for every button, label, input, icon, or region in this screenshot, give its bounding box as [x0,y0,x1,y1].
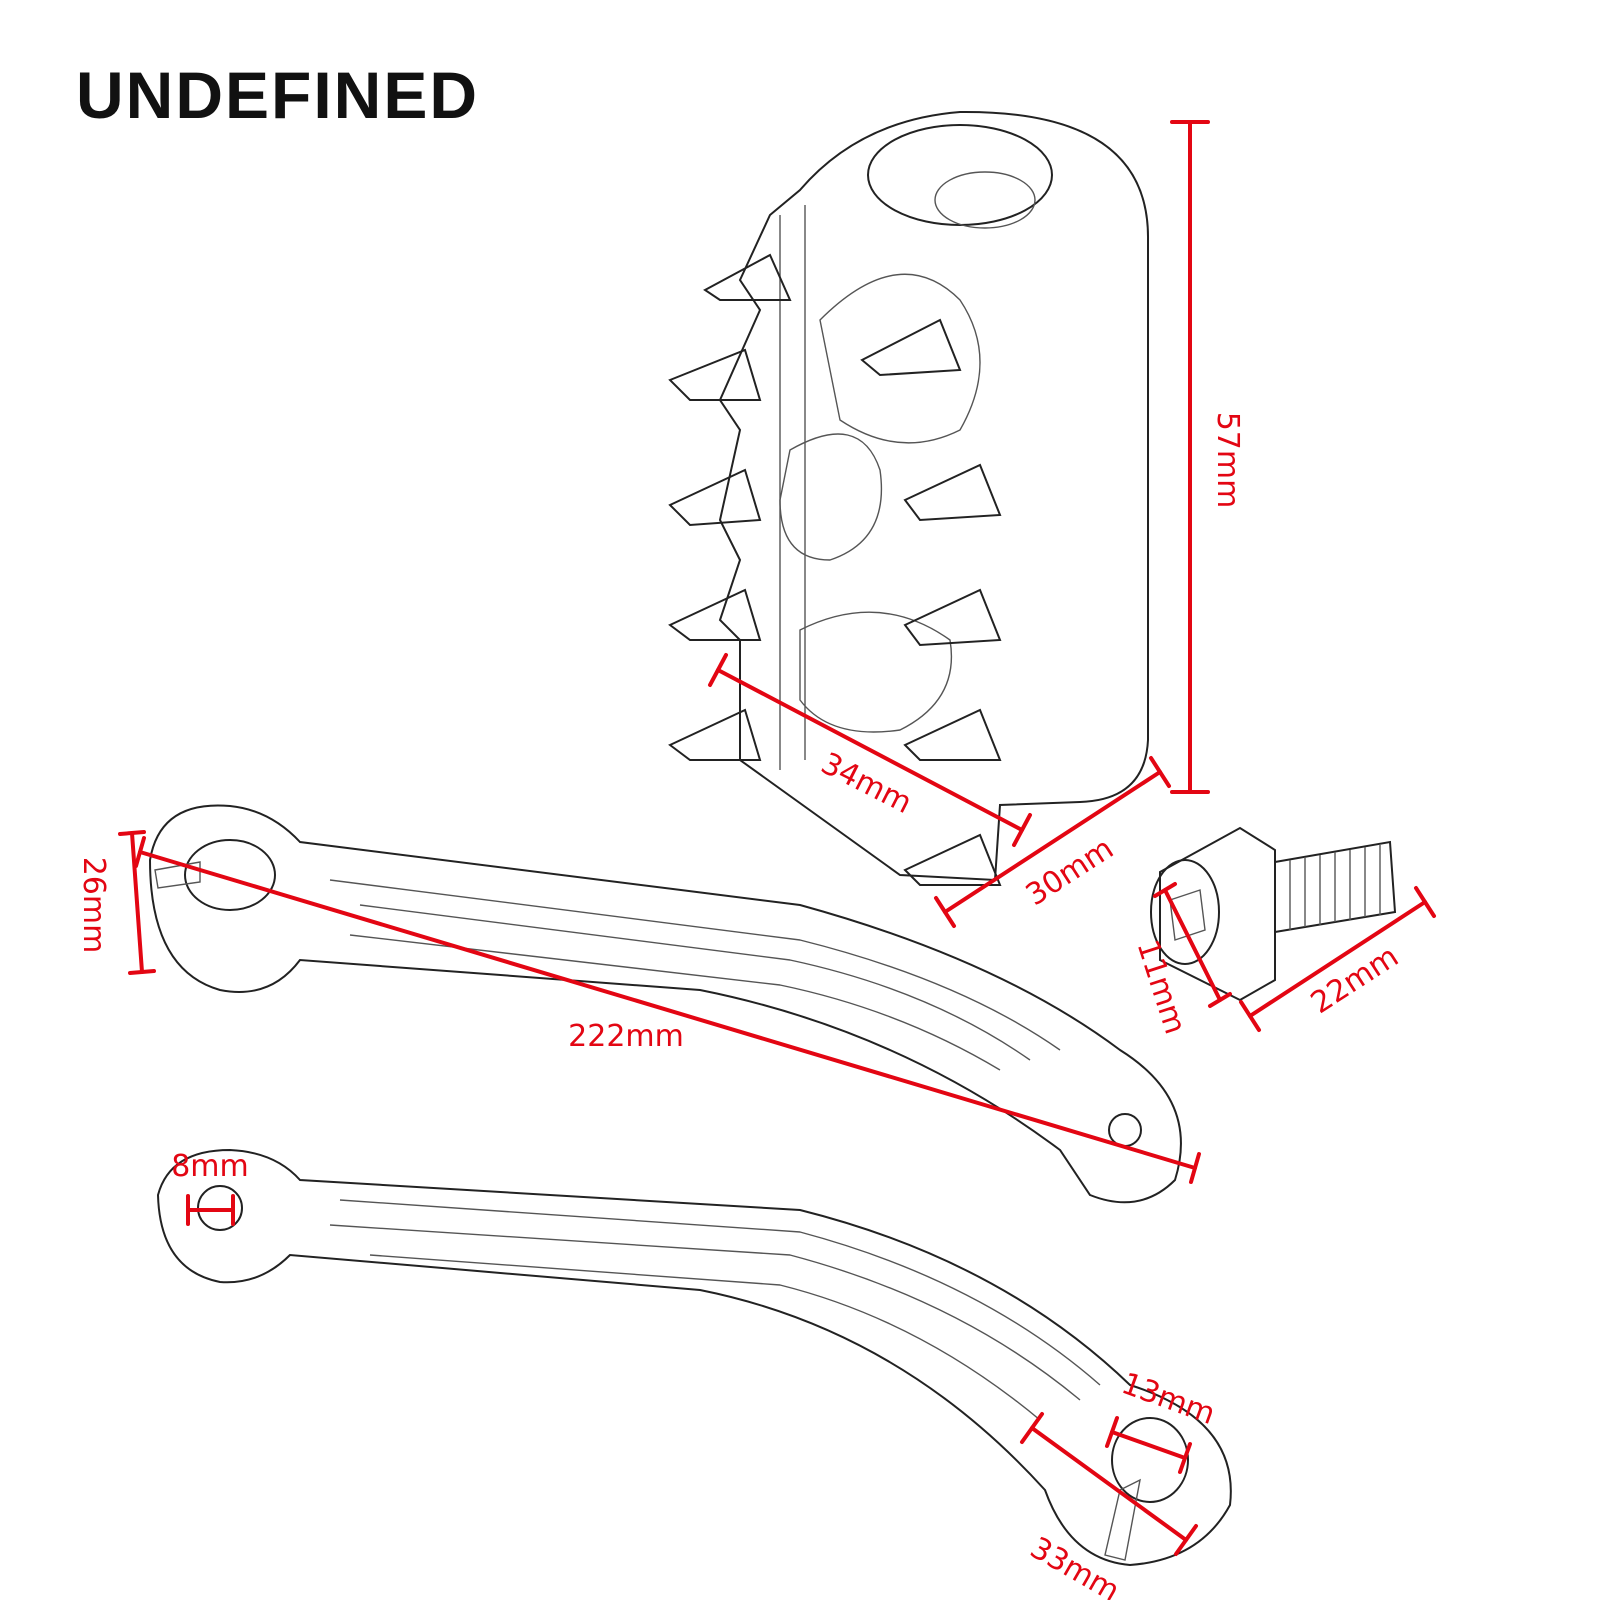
lower-lever-drawing [156,1148,1232,1567]
label-11mm: 11mm [1129,936,1192,1039]
dimension-8mm: 8mm [171,1149,249,1226]
bolt-drawing [1150,826,1397,1002]
shift-peg-drawing [668,110,1150,886]
dimension-222mm: 222mm [134,836,1201,1184]
dimension-26mm: 26mm [76,830,156,975]
dimension-30mm: 30mm [934,756,1171,928]
brand-title: UNDEFINED [76,58,480,132]
upper-lever-drawing [148,804,1182,1204]
label-8mm: 8mm [171,1149,249,1184]
dimension-11mm: 11mm [1129,882,1232,1039]
dimension-22mm: 22mm [1239,886,1436,1032]
label-57mm: 57mm [1210,412,1245,509]
label-30mm: 30mm [1020,831,1120,913]
label-222mm: 222mm [568,1019,684,1054]
dimension-13mm: 13mm [1105,1366,1220,1474]
dimension-57mm: 57mm [1170,120,1245,794]
label-34mm: 34mm [815,746,917,821]
label-26mm: 26mm [76,857,111,954]
label-22mm: 22mm [1305,939,1405,1021]
